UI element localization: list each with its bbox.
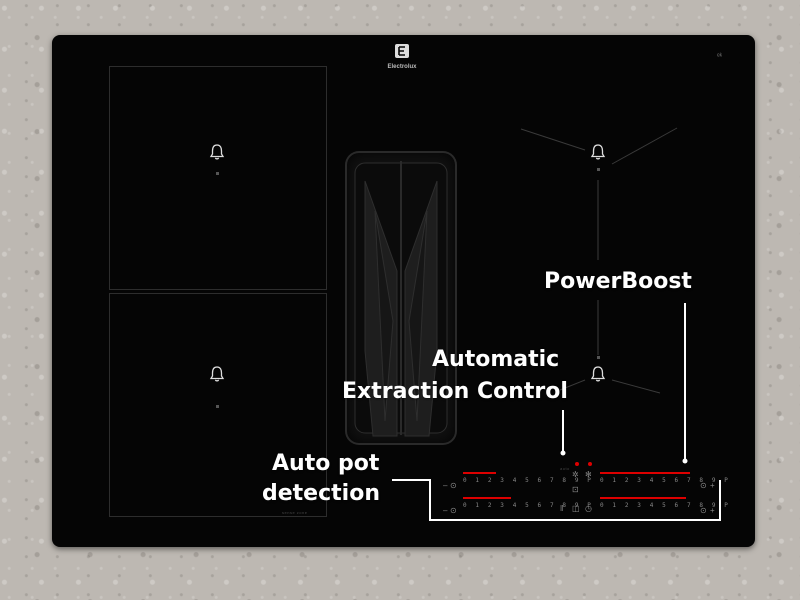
fan-speed-icon[interactable]: ✻ [585,470,592,479]
pause-icon[interactable]: ‖ [560,504,564,513]
extraction-toggle-icon[interactable]: ◫ [572,504,580,513]
zone-indicator-dot [597,356,600,359]
bell-icon[interactable] [208,365,226,383]
callout-autopot-line1: Auto pot [272,451,380,476]
power-left-top-icon[interactable]: ⊙ [450,481,457,490]
zone-frame-front-left [109,293,327,517]
minus-left-bottom-icon[interactable]: – [443,506,448,515]
auto-indicator-dot [575,462,579,466]
fan-indicator-dot [588,462,592,466]
power-indicator-right-bottom [600,497,686,499]
power-left-bottom-icon[interactable]: ⊙ [450,506,457,515]
callout-powerboost: PowerBoost [544,269,692,294]
brand-name: Electrolux [387,64,417,70]
power-slider-right-top[interactable]: 0 1 2 3 4 5 6 7 8 9 P [600,477,731,484]
minus-left-top-icon[interactable]: – [443,481,448,490]
brand-logo: Electrolux [376,44,428,70]
bell-icon[interactable] [589,365,607,383]
zone-indicator-dot [216,405,219,408]
bell-icon[interactable] [589,143,607,161]
fan-icon[interactable]: ✲ [572,470,579,479]
callout-automatic-line2: Extraction Control [342,379,568,404]
power-indicator-right-top [600,472,690,474]
auto-label: auto [560,466,570,471]
corner-symbol: ᵉᵏ [717,53,722,60]
zone-indicator-dot [597,168,600,171]
zone-frame-rear-left [109,66,327,290]
bell-icon[interactable] [208,143,226,161]
vent-grille-icon [354,161,448,437]
callout-automatic-line1: Automatic [432,347,560,372]
timer-icon[interactable]: ◷ [585,504,592,513]
power-slider-right-bottom[interactable]: 0 1 2 3 4 5 6 7 8 9 P [600,502,731,509]
lock-icon[interactable]: ⊡ [572,485,579,494]
power-right-top-icon[interactable]: ⊙ [700,481,707,490]
plus-right-bottom-icon[interactable]: + [710,506,715,515]
zone-indicator-dot [216,172,219,175]
extraction-vent [345,151,457,445]
sense-zone-label: sense zone [282,510,308,515]
plus-right-top-icon[interactable]: + [710,481,715,490]
power-slider-left-top[interactable]: 0 1 2 3 4 5 6 7 8 9 P [463,477,594,484]
electrolux-logo-icon [395,44,409,58]
callout-autopot-line2: detection [262,481,380,506]
power-right-bottom-icon[interactable]: ⊙ [700,506,707,515]
power-slider-left-bottom[interactable]: 0 1 2 3 4 5 6 7 8 9 P [463,502,594,509]
power-indicator-left-top [463,472,496,474]
power-indicator-left-bottom [463,497,511,499]
